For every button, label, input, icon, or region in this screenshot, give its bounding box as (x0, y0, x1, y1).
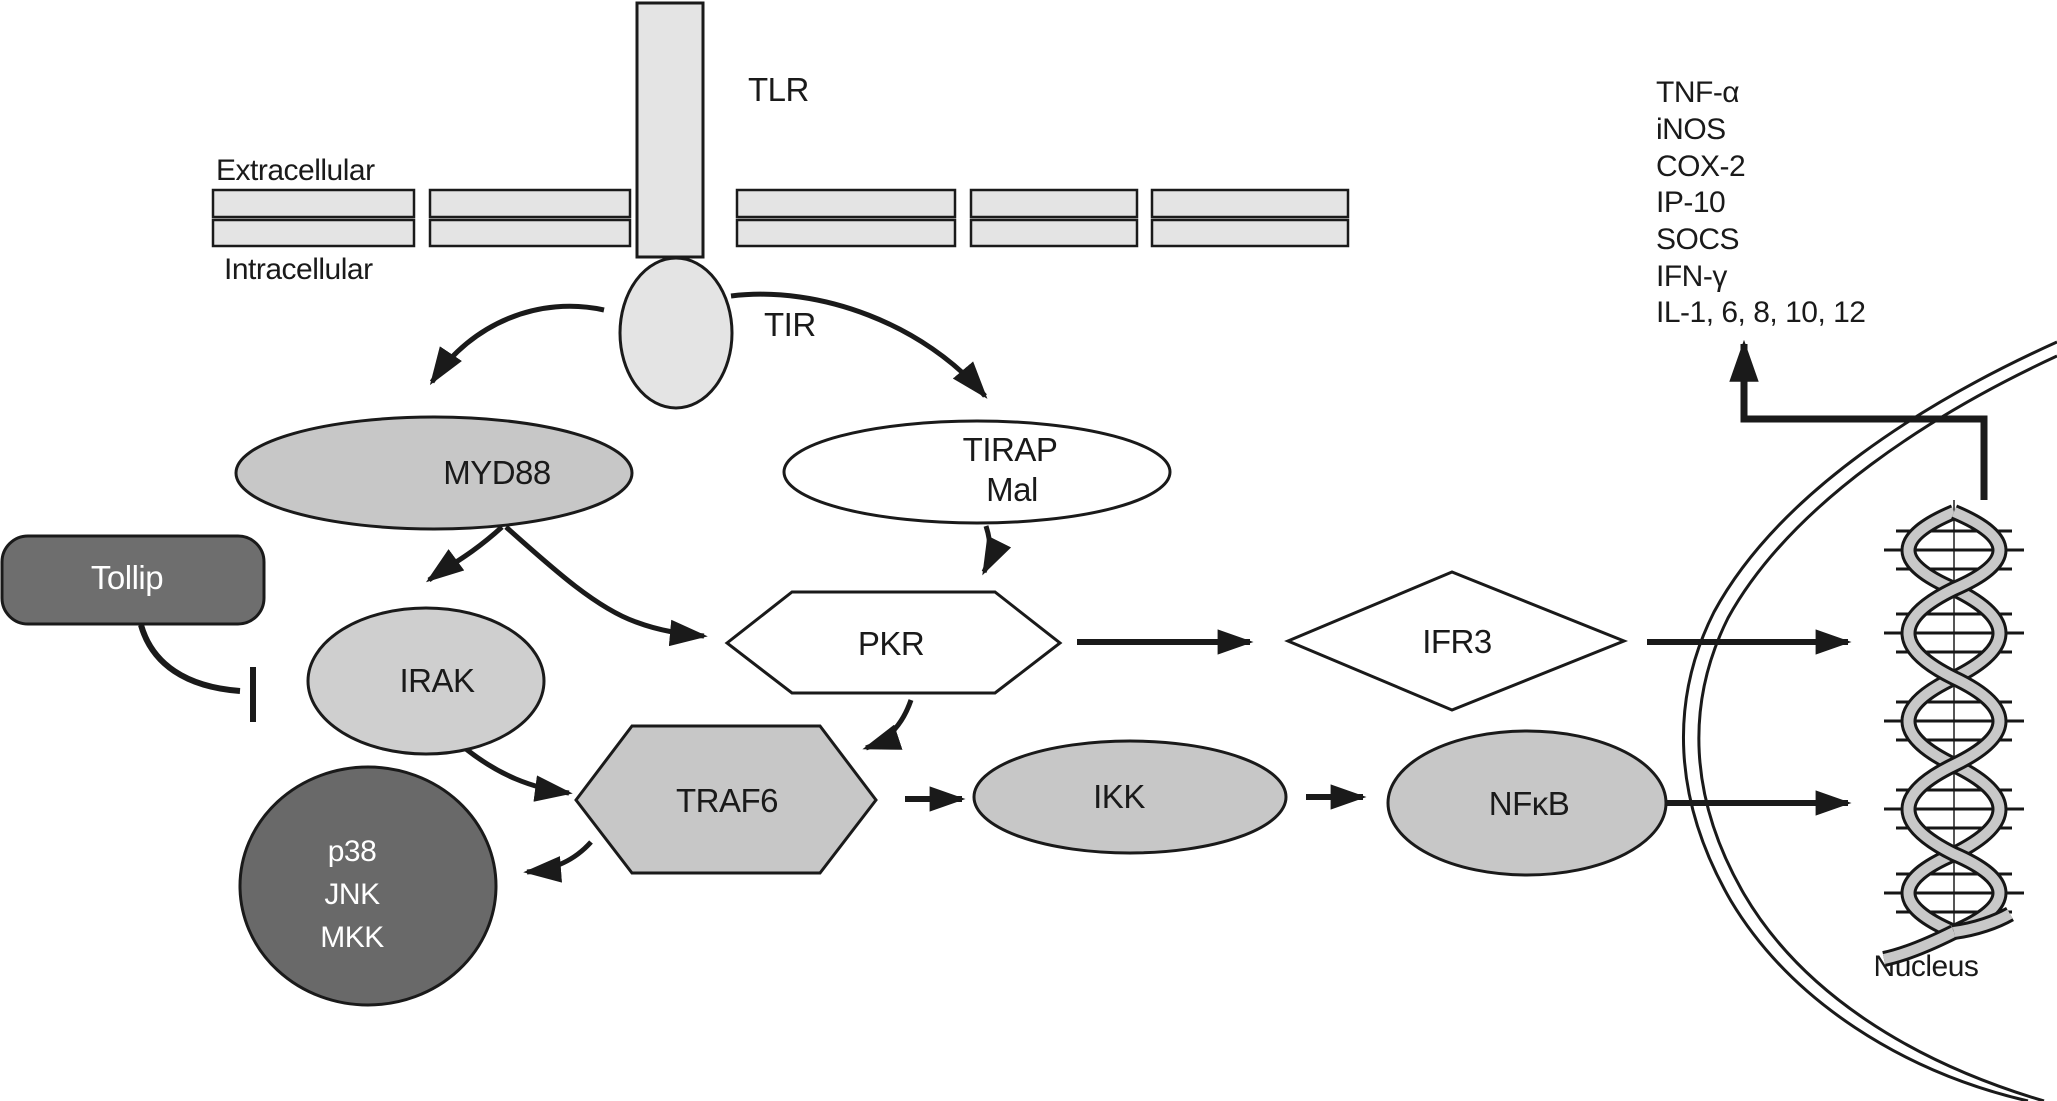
membrane-segment (428, 188, 632, 219)
arrow-tir-to-myd88 (429, 303, 605, 386)
ifr3-node (1284, 570, 1629, 712)
tirap-label: TIRAP (963, 431, 1058, 468)
membrane-segment (1150, 188, 1350, 219)
tir-label: TIR (764, 306, 816, 343)
tollip-node (0, 534, 266, 626)
pathway-arrows (138, 291, 1988, 883)
nuclear-envelope (1681, 340, 2057, 1101)
ikk-label: IKK (1093, 778, 1145, 815)
p38-jnk-mkk-node (238, 765, 498, 1007)
arrow-tirap-to-pkr (981, 525, 1012, 576)
pkr-label: PKR (858, 625, 924, 662)
mkk-label: MKK (320, 921, 384, 954)
tirap-mal-node (782, 419, 1172, 525)
output-item: SOCS (1656, 223, 1739, 256)
arrow-transcription-to-outputs (1729, 339, 1988, 500)
inhibition-line-tollip-irak (138, 624, 241, 694)
output-item: IL-1, 6, 8, 10, 12 (1656, 296, 1865, 329)
output-item: IFN-γ (1656, 260, 1727, 293)
membrane-segment (969, 218, 1139, 248)
nfkb-node (1386, 729, 1668, 877)
jnk-label: JNK (324, 878, 380, 911)
tir-domain-shape (618, 256, 734, 410)
membrane-segment (735, 188, 957, 219)
arrow-tir-to-tirap (730, 291, 988, 399)
irak-label: IRAK (399, 662, 475, 699)
tlr-label: TLR (748, 71, 809, 108)
output-item: TNF-α (1656, 76, 1739, 109)
arrow-myd88-to-irak (425, 525, 504, 583)
arrow-irak-to-traf6 (464, 747, 573, 802)
membrane-segment (735, 218, 957, 248)
membrane-segment (969, 188, 1139, 219)
dna-helix (1882, 500, 2024, 967)
membrane-segment (211, 188, 416, 219)
mal-label: Mal (986, 471, 1038, 508)
tlr-receptor-shape (635, 1, 705, 259)
p38-label: p38 (328, 835, 377, 868)
intracellular-label: Intracellular (224, 253, 373, 286)
traf6-node (574, 724, 878, 875)
arrow-traf6-to-p38 (523, 840, 593, 883)
nfkb-label: NFκB (1489, 785, 1570, 822)
output-item: COX-2 (1656, 150, 1745, 183)
membrane-segment (211, 218, 416, 248)
myd88-node (234, 415, 634, 531)
cell-membrane (211, 188, 1350, 248)
ifr3-label: IFR3 (1422, 623, 1492, 660)
output-item: IP-10 (1656, 186, 1725, 219)
output-item: iNOS (1656, 113, 1726, 146)
pkr-node (724, 590, 1063, 695)
extracellular-label: Extracellular (216, 154, 375, 187)
arrow-myd88-to-pkr (504, 525, 708, 647)
tollip-label: Tollip (91, 559, 163, 596)
ikk-node (972, 739, 1288, 855)
membrane-segment (1150, 218, 1350, 248)
membrane-segment (428, 218, 632, 248)
output-gene-list: TNF-α iNOS COX-2 IP-10 SOCS IFN-γ IL-1, … (1656, 76, 1866, 329)
nuclear-envelope-inner (1697, 354, 2057, 1101)
nuclear-envelope-outer (1681, 340, 2057, 1101)
irak-node (306, 606, 546, 756)
arrow-pkr-to-traf6 (862, 699, 914, 751)
myd88-label: MYD88 (443, 454, 551, 491)
traf6-label: TRAF6 (676, 782, 778, 819)
